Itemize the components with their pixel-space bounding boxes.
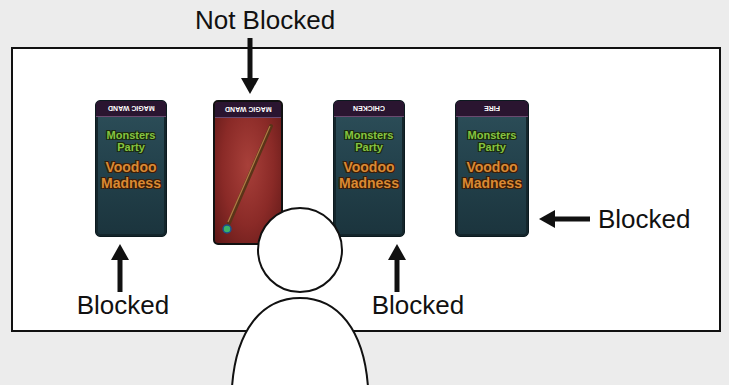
status-label: Not Blocked	[195, 5, 335, 35]
game-logo-top: Monsters Party	[99, 129, 163, 153]
status-label: Blocked	[598, 204, 691, 234]
card-back: MAGIC WAND Monsters PartyVoodoo Madness	[95, 100, 167, 237]
game-logo-top: Monsters Party	[337, 129, 401, 153]
game-logo-top: Monsters Party	[459, 129, 525, 153]
card-back: FIRE Monsters PartyVoodoo Madness	[455, 100, 529, 237]
card-name: MAGIC WAND	[225, 102, 272, 117]
card-name-strip: FIRE	[456, 101, 528, 117]
card-name-strip: MAGIC WAND	[215, 102, 281, 118]
status-label: Blocked	[372, 290, 465, 320]
status-label: Blocked	[77, 290, 170, 320]
card-name: CHICKEN	[353, 101, 385, 116]
game-logo-bottom: Voodoo Madness	[459, 159, 525, 191]
card-name-strip: MAGIC WAND	[96, 101, 166, 117]
card-name-strip: CHICKEN	[334, 101, 404, 117]
game-logo-bottom: Voodoo Madness	[337, 159, 401, 191]
card-name: FIRE	[484, 101, 500, 116]
card-name: MAGIC WAND	[108, 101, 155, 116]
game-logo-bottom: Voodoo Madness	[99, 159, 163, 191]
card-back: CHICKEN Monsters PartyVoodoo Madness	[333, 100, 405, 237]
